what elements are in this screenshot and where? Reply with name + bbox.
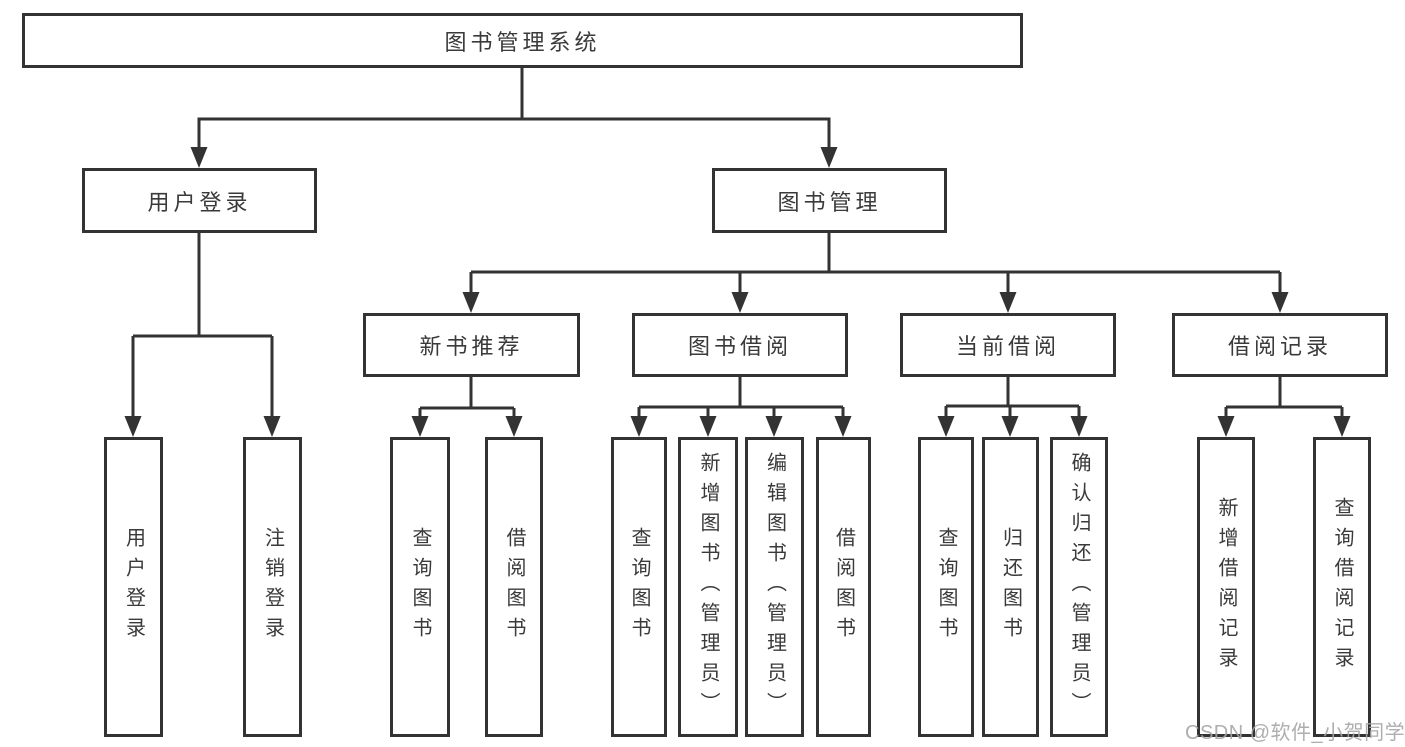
node-book-management: 图书管理 <box>712 168 947 233</box>
node-label: 当前借阅 <box>955 334 1060 359</box>
leaf-query-books-recommend: 查询图书 <box>390 437 450 737</box>
leaf-label: 查询图书 <box>409 527 431 647</box>
node-current-borrowing: 当前借阅 <box>900 313 1116 377</box>
leaf-label: 用户登录 <box>122 527 145 647</box>
leaf-query-books-current: 查询图书 <box>918 437 974 737</box>
leaf-label: 新增图书（管理员） <box>697 452 719 722</box>
leaf-label: 新增借阅记录 <box>1215 497 1237 677</box>
leaf-label: 编辑图书（管理员） <box>763 452 786 722</box>
leaf-borrow-books-borrowing: 借阅图书 <box>816 437 871 737</box>
node-book-borrowing: 图书借阅 <box>632 313 848 377</box>
leaf-label: 查询图书 <box>935 527 957 647</box>
leaf-label: 查询借阅记录 <box>1331 497 1353 677</box>
leaf-edit-books-admin: 编辑图书（管理员） <box>745 437 804 737</box>
leaf-label: 查询图书 <box>628 527 650 647</box>
node-label: 新书推荐 <box>419 334 524 359</box>
leaf-label: 确认归还（管理员） <box>1068 452 1090 722</box>
leaf-logout: 注销登录 <box>243 437 302 737</box>
csdn-watermark: CSDN @软件_小贺同学 <box>1185 722 1405 744</box>
node-label: 图书管理系统 <box>444 29 601 55</box>
node-label: 图书管理 <box>777 189 882 215</box>
leaf-add-borrow-record: 新增借阅记录 <box>1197 437 1255 737</box>
leaf-label: 注销登录 <box>261 527 284 647</box>
leaf-return-books: 归还图书 <box>982 437 1039 737</box>
leaf-user-login: 用户登录 <box>104 437 163 737</box>
leaf-label: 归还图书 <box>999 527 1022 647</box>
node-user-login: 用户登录 <box>82 168 317 233</box>
leaf-confirm-return-admin: 确认归还（管理员） <box>1050 437 1108 737</box>
node-root-system: 图书管理系统 <box>22 13 1023 68</box>
leaf-label: 借阅图书 <box>832 527 855 647</box>
leaf-query-borrow-record: 查询借阅记录 <box>1313 437 1371 737</box>
leaf-borrow-books-recommend: 借阅图书 <box>485 437 543 737</box>
node-label: 图书借阅 <box>687 334 792 359</box>
node-label: 用户登录 <box>147 189 252 215</box>
leaf-add-books-admin: 新增图书（管理员） <box>678 437 738 737</box>
node-label: 借阅记录 <box>1227 334 1332 359</box>
leaf-label: 借阅图书 <box>503 527 525 647</box>
node-new-book-recommend: 新书推荐 <box>363 313 580 377</box>
leaf-query-books-borrowing: 查询图书 <box>611 437 667 737</box>
node-borrowing-records: 借阅记录 <box>1172 313 1388 377</box>
